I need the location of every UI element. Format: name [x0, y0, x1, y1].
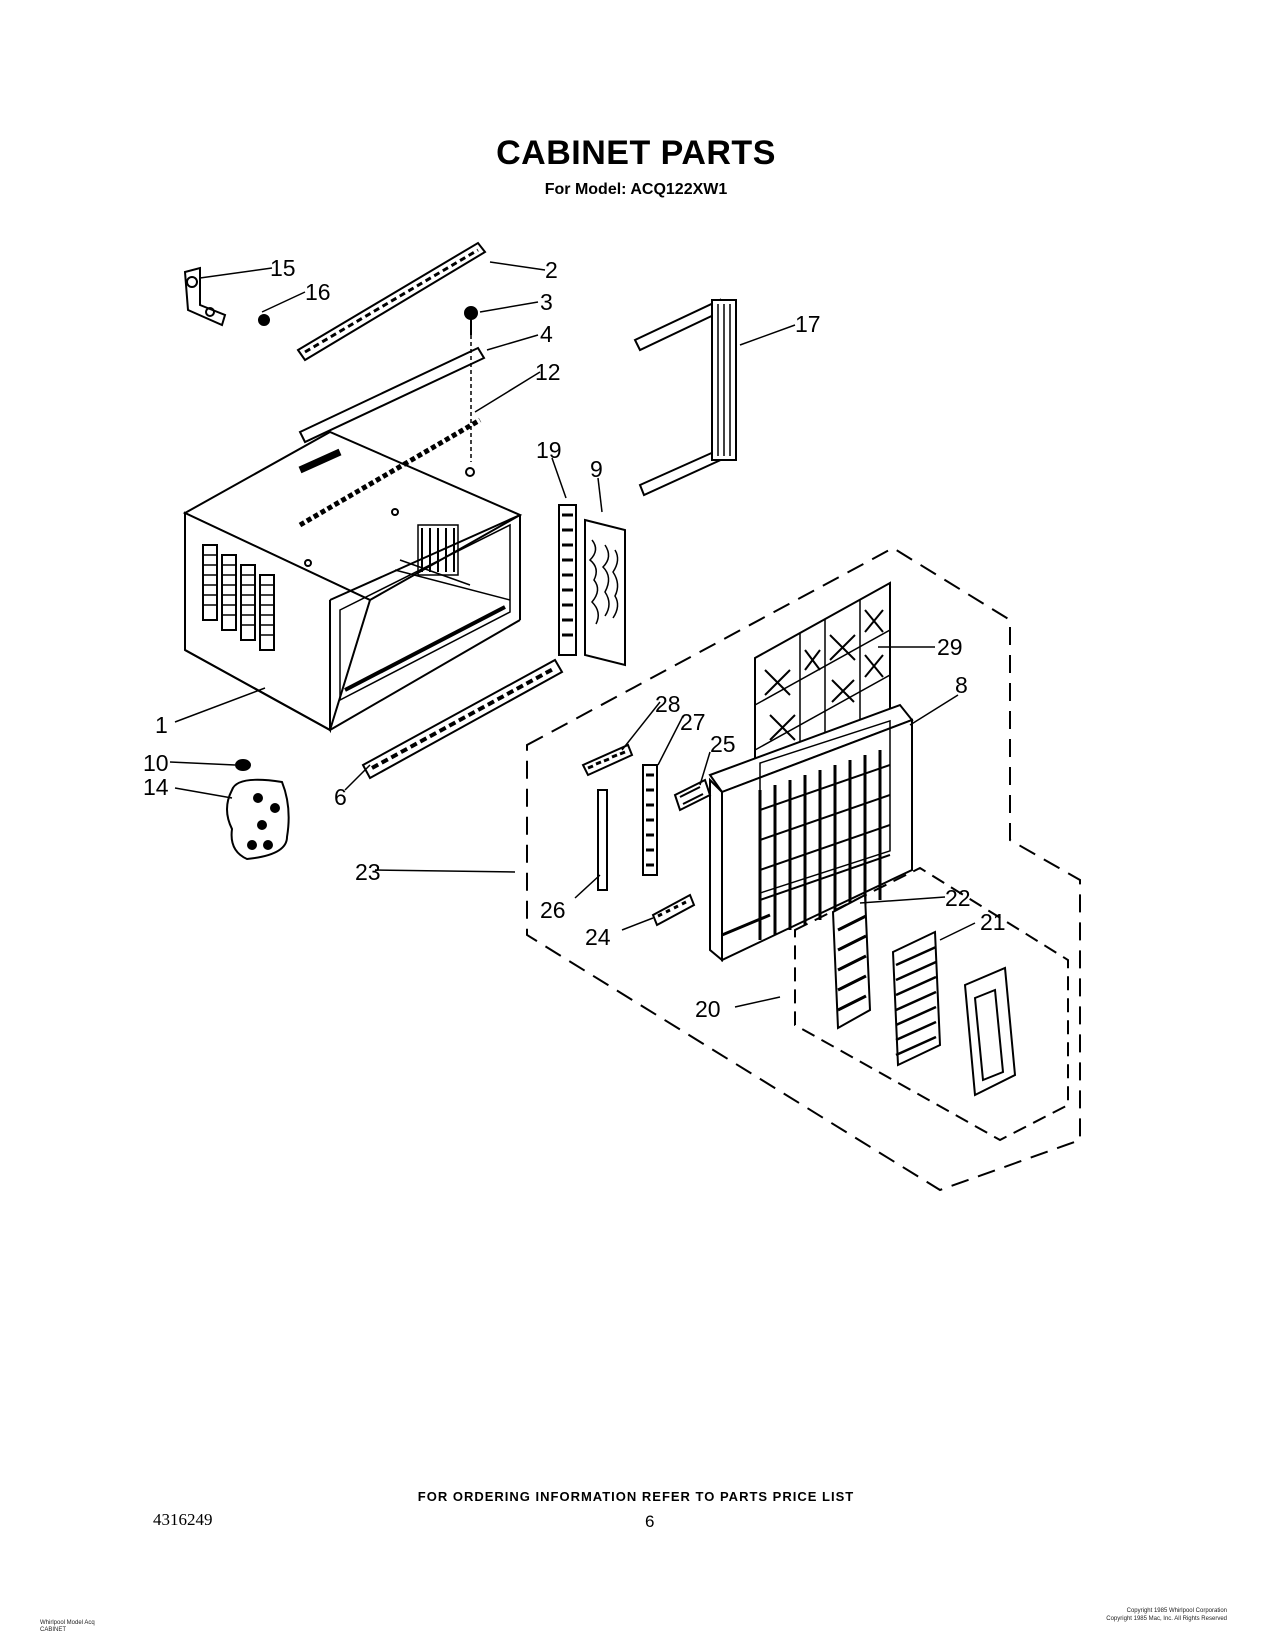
louver-assembly-boundary-20: [794, 866, 1069, 1142]
callout-20: 20: [695, 996, 721, 1022]
callout-28: 28: [655, 691, 681, 717]
bracket-15: [183, 266, 227, 327]
model-subtitle: For Model: ACQ122XW1: [544, 181, 728, 198]
front-panel-assembly-boundary-23: [526, 546, 1081, 1192]
callout-25: 25: [710, 731, 736, 757]
screw-3: [464, 306, 478, 320]
fine-print-right: Copyright 1985 Whirlpool Corporation Cop…: [1106, 1607, 1227, 1623]
callout-9: 9: [590, 456, 603, 482]
fine-print-left-line: Whirlpool Model Acq: [40, 1620, 95, 1626]
screw-16: [258, 314, 270, 326]
seal-19: [558, 504, 577, 656]
callout-10: 10: [143, 750, 169, 776]
callout-29: 29: [937, 634, 963, 660]
strip-4: [298, 346, 486, 444]
cabinet-wrapper: [182, 417, 523, 734]
ordering-information-note: FOR ORDERING INFORMATION REFER TO PARTS …: [417, 1489, 855, 1504]
callout-16: 16: [305, 279, 331, 305]
callout-19: 19: [536, 437, 562, 463]
callout-2: 2: [545, 257, 558, 283]
callout-6: 6: [334, 784, 347, 810]
callout-12: 12: [535, 359, 561, 385]
fine-print-right-line: Copyright 1985 Whirlpool Corporation: [1126, 1608, 1227, 1614]
louver-frame-20: [963, 966, 1017, 1097]
callout-1: 1: [155, 712, 168, 738]
louver-22: [831, 893, 872, 1030]
screw-10: [235, 759, 251, 771]
page-number: 6: [645, 1512, 655, 1531]
fine-print-left: Whirlpool Model Acq CABINET: [40, 1620, 95, 1634]
callout-26: 26: [540, 897, 566, 923]
hardware-bag-14: [226, 778, 290, 861]
window-frame-17: [633, 298, 737, 497]
callout-8: 8: [955, 672, 968, 698]
callout-3: 3: [540, 289, 553, 315]
fine-print-right-line: Copyright 1985 Mac, Inc. All Rights Rese…: [1106, 1616, 1227, 1622]
callout-15: 15: [270, 255, 296, 281]
document-number: 4316249: [153, 1510, 213, 1529]
callout-22: 22: [945, 885, 971, 911]
callout-23: 23: [355, 859, 381, 885]
strip-26: [597, 789, 608, 891]
fine-print-left-line: CABINET: [40, 1627, 67, 1633]
louver-21: [891, 930, 942, 1067]
callout-24: 24: [585, 924, 611, 950]
seal-24: [651, 893, 696, 927]
callout-14: 14: [143, 774, 169, 800]
page-title: CABINET PARTS: [496, 134, 776, 172]
callout-4: 4: [540, 321, 553, 347]
front-panel-8: [708, 703, 914, 963]
pad-25: [673, 778, 712, 812]
callout-17: 17: [795, 311, 821, 337]
callout-27: 27: [680, 709, 706, 735]
callout-21: 21: [980, 909, 1006, 935]
